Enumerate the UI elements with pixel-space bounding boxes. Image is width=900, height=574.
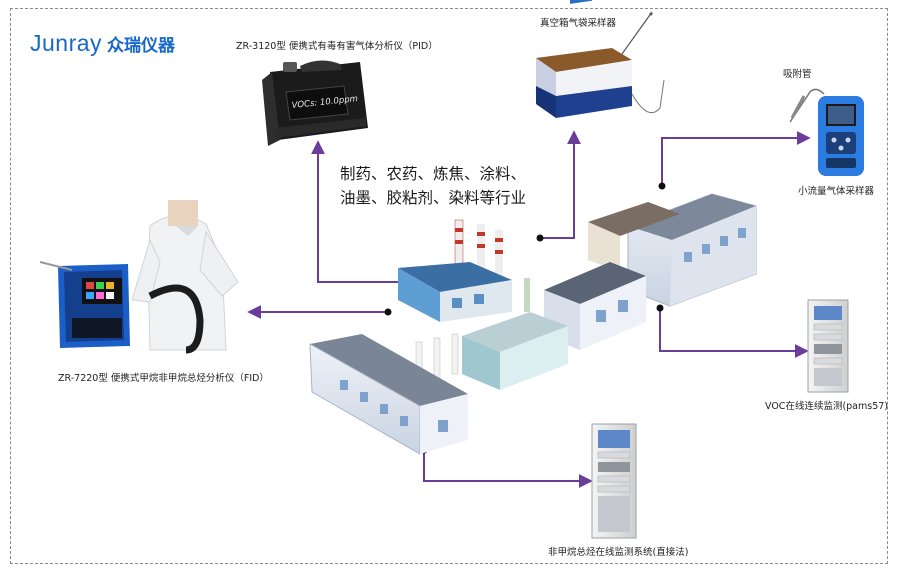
nmhc-online-cabinet-image: [591, 423, 637, 539]
dashed-border: [10, 8, 888, 564]
pid-analyzer-image: VOCs: 10.0ppm: [262, 60, 368, 146]
industry-text: 制药、农药、炼焦、涂料、 油墨、胶粘剂、染料等行业: [340, 162, 526, 210]
connector-small-sampler: [661, 131, 811, 186]
fid-label: ZR-7220型 便携式甲烷非甲烷总烃分析仪（FID）: [58, 373, 269, 384]
dot-voc: [656, 304, 664, 312]
nmhc-online-label: 非甲烷总烃在线监测系统(直接法): [548, 547, 689, 558]
tube-label: 吸附管: [783, 69, 812, 80]
bag-sampler-label: 真空箱气袋采样器: [540, 18, 617, 29]
brand-name-en: Junray: [30, 30, 103, 56]
connector-voc-online: [659, 308, 809, 358]
dot-bag: [536, 234, 544, 242]
fid-analyzer-image: [39, 200, 239, 354]
connector-pid: [311, 140, 406, 283]
pid-label: ZR-3120型 便携式有毒有害气体分析仪（PID）: [236, 41, 438, 52]
dot-fid: [384, 308, 392, 316]
industry-line-2: 油墨、胶粘剂、染料等行业: [340, 189, 527, 207]
brand-name-cn: 众瑞仪器: [107, 36, 176, 56]
connector-nmhc-online: [423, 450, 593, 488]
small-sampler-label: 小流量气体采样器: [798, 186, 875, 197]
voc-online-cabinet-image: [807, 299, 849, 393]
factory-complex-image: [309, 193, 757, 455]
bag-sampler-image: [536, 0, 665, 118]
voc-online-label: VOC在线连续监测(pams57): [765, 401, 888, 412]
connector-bag-sampler: [540, 130, 581, 239]
dot-small: [658, 182, 666, 190]
industry-line-1: 制药、农药、炼焦、涂料、: [340, 165, 527, 183]
brand-logo: Junray 众瑞仪器: [30, 30, 175, 57]
small-sampler-image: [789, 88, 864, 176]
connectors: [247, 130, 811, 488]
